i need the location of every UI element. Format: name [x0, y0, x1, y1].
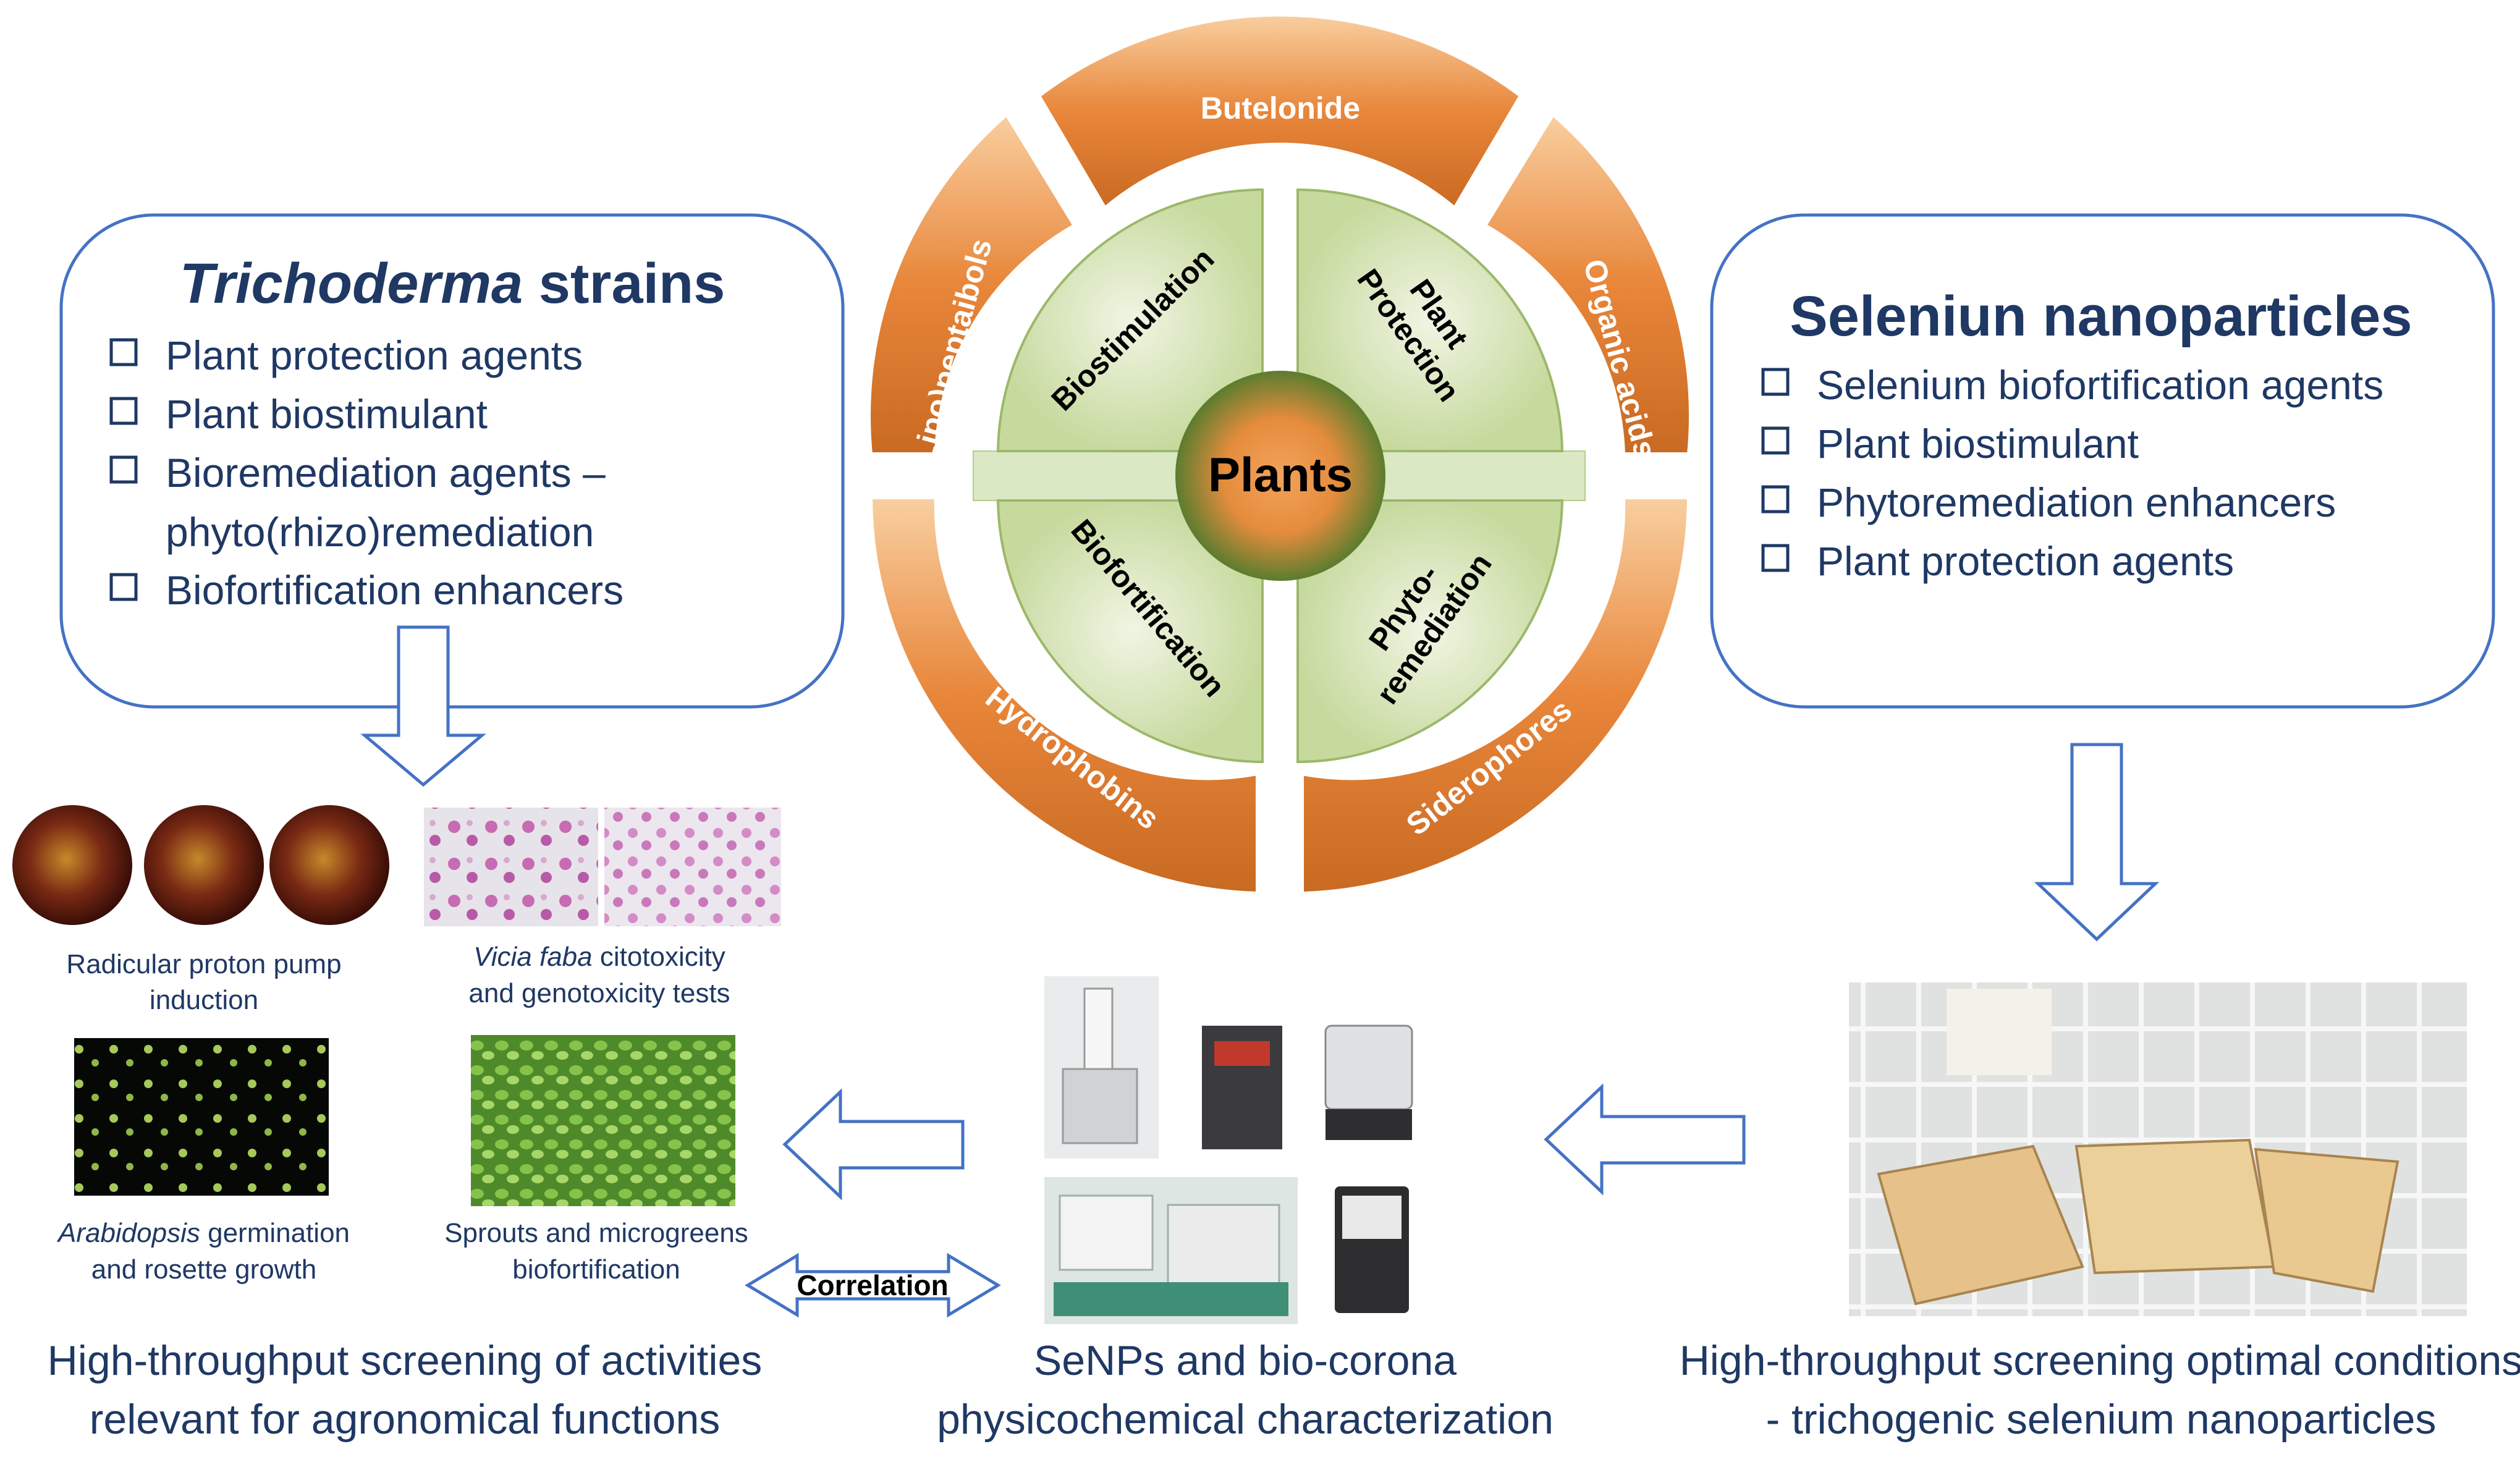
checkbox-icon: [109, 573, 138, 601]
bottom-title-right: High-throughput screening optimal condit…: [1680, 1337, 2520, 1443]
list-item: Phytoremediation enhancers: [1817, 479, 2336, 525]
checkbox-icon: [1761, 368, 1790, 396]
list-item: Selenium biofortification agents: [1817, 362, 2383, 408]
instrument-photos: [1044, 976, 1421, 1324]
list-item: phyto(rhizo)remediation: [166, 509, 594, 555]
trichoderma-box: Trichoderma strains Plant protection age…: [59, 213, 845, 709]
segment-organic-acids: [1482, 111, 1693, 456]
center-label: Plants: [1208, 447, 1353, 502]
plants-wheel: Plants Butelonide (Lipo)peptaibols Organ…: [866, 12, 1693, 896]
left-arrow-characterization: [782, 1088, 965, 1201]
checkbox-icon: [109, 455, 138, 484]
quadrant-plant-protection: [1296, 188, 1564, 452]
vicia-cells-image-1: [424, 808, 598, 926]
checkbox-icon: [1761, 485, 1790, 513]
list-item: Biofortification enhancers: [166, 567, 624, 613]
analyzer-image-2: [1317, 976, 1419, 1159]
petri-dish-image: [269, 805, 389, 925]
outer-label-butelonide: Butelonide: [1201, 91, 1360, 125]
checkbox-icon: [1761, 544, 1790, 572]
quadrant-phytoremediation: [1296, 499, 1564, 764]
down-arrow-right: [2034, 743, 2160, 942]
trichoderma-list: Plant protection agents Plant biostimula…: [109, 332, 624, 613]
list-item: Plant protection agents: [166, 332, 583, 378]
checkbox-icon: [109, 397, 138, 425]
trichoderma-title: Trichoderma strains: [180, 252, 725, 315]
list-item: Plant protection agents: [1817, 538, 2234, 584]
segment-lipopeptaibols: [866, 111, 1078, 456]
list-item: Bioremediation agents –: [166, 450, 606, 496]
proton-pump-photos: [12, 805, 389, 925]
selenium-list: Selenium biofortification agents Plant b…: [1761, 362, 2383, 584]
segment-butelonide: [1036, 12, 1523, 211]
plates-image: [1849, 982, 2467, 1316]
particle-analyzer-image: [1319, 1177, 1421, 1324]
quadrant-biofortification: [996, 499, 1264, 764]
correlation-double-arrow: [745, 1252, 1001, 1318]
segment-siderophores: [1300, 496, 1691, 896]
correlation-label: Correlation: [797, 1269, 948, 1301]
petri-dish-image: [12, 805, 132, 925]
sprouts-image: [471, 1035, 735, 1206]
center-circle: [1175, 371, 1385, 581]
checkbox-icon: [1761, 426, 1790, 455]
quadrant-biostimulation: [996, 188, 1264, 452]
arabidopsis-image: [74, 1038, 329, 1196]
petri-dish-image: [144, 805, 264, 925]
analyzer-image-1: [1190, 976, 1295, 1159]
list-item: Plant biostimulant: [1817, 421, 2139, 467]
selenium-title: Seleniun nanoparticles: [1790, 285, 2412, 348]
vicia-cells-image-2: [604, 808, 781, 926]
left-arrow-screening: [1544, 1083, 1746, 1196]
microscope-image: [1044, 976, 1159, 1159]
down-arrow-left: [360, 625, 486, 787]
selenium-box: Seleniun nanoparticles Selenium bioforti…: [1710, 213, 2495, 709]
segment-hydrophobins: [868, 496, 1259, 896]
chromatograph-image: [1044, 1177, 1298, 1324]
list-item: Plant biostimulant: [166, 391, 488, 437]
checkbox-icon: [109, 338, 138, 366]
